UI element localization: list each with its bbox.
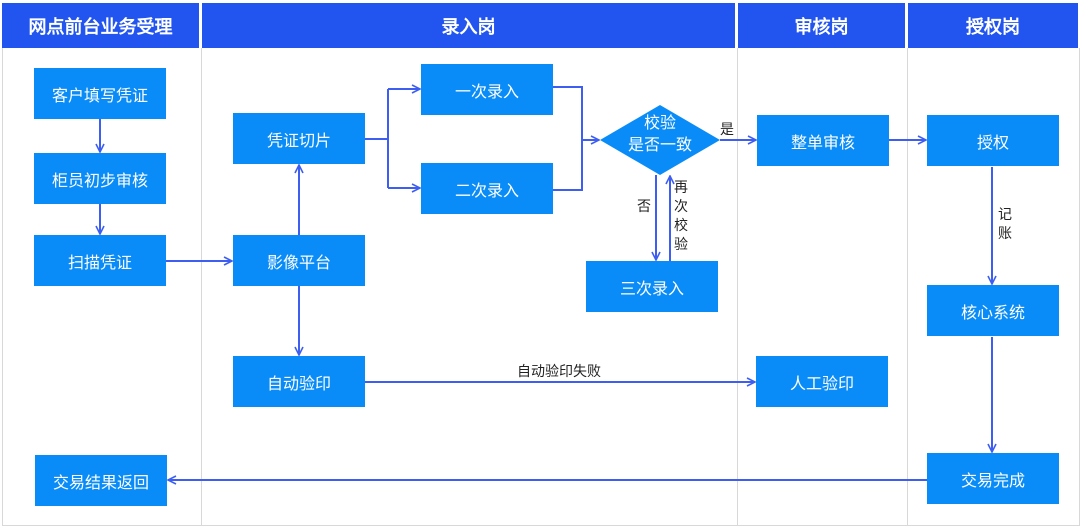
- step-entry-1: 一次录入: [421, 64, 553, 115]
- step-customer-fill: 客户填写凭证: [34, 68, 166, 119]
- lane-header-entry: 录入岗: [202, 3, 735, 48]
- decision-label: 校验 是否一致: [600, 112, 720, 156]
- lane-divider: [201, 48, 202, 526]
- step-scan: 扫描凭证: [34, 235, 166, 286]
- lane-header-authorization: 授权岗: [908, 3, 1078, 48]
- label-yes: 是: [720, 122, 734, 138]
- step-return-result: 交易结果返回: [35, 455, 167, 506]
- decision-line-1: 校验: [643, 113, 676, 132]
- step-manual-seal: 人工验印: [756, 356, 888, 407]
- decision-line-2: 是否一致: [627, 135, 692, 154]
- lane-divider: [907, 48, 908, 526]
- label-no: 否: [637, 199, 651, 215]
- step-auto-seal: 自动验印: [233, 356, 365, 407]
- label-auto-seal-fail: 自动验印失败: [517, 364, 601, 380]
- lane-divider: [737, 48, 738, 526]
- lane-header-review: 审核岗: [738, 3, 905, 48]
- step-entry-3: 三次录入: [586, 261, 718, 312]
- step-authorize: 授权: [927, 115, 1059, 166]
- step-teller-review: 柜员初步审核: [34, 153, 166, 204]
- step-entry-2: 二次录入: [421, 163, 553, 214]
- step-done: 交易完成: [927, 453, 1059, 504]
- step-full-review: 整单审核: [757, 115, 889, 166]
- decision-diamond: [600, 105, 720, 175]
- step-image-platform: 影像平台: [233, 235, 365, 286]
- label-bookkeeping: 记账: [998, 207, 1012, 242]
- label-recheck: 再次校验: [674, 180, 688, 253]
- step-slice: 凭证切片: [233, 113, 365, 164]
- step-core-system: 核心系统: [927, 285, 1059, 336]
- lane-header-front-desk: 网点前台业务受理: [2, 3, 199, 48]
